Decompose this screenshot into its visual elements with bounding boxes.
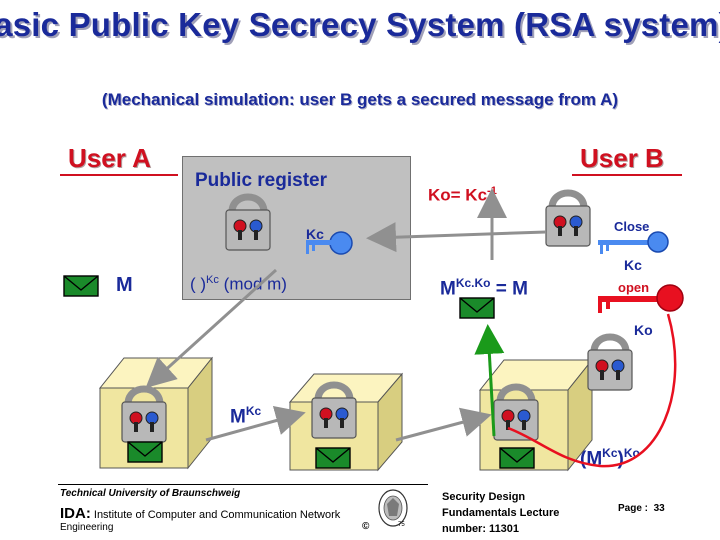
course-info: Security Design Fundamentals Lecture num… bbox=[442, 491, 560, 535]
seal-year: 75 bbox=[398, 522, 405, 528]
user-a-underline bbox=[60, 174, 178, 176]
box-middle-envelope-icon bbox=[315, 447, 351, 469]
footer-rule bbox=[58, 484, 428, 485]
message-envelope-icon bbox=[63, 275, 99, 297]
page-indicator: Page : 33 bbox=[618, 503, 665, 514]
register-lock-icon bbox=[226, 197, 270, 250]
user-a-label: User A bbox=[68, 143, 151, 173]
user-b-label: User B bbox=[580, 143, 664, 173]
engineering-label: Engineering bbox=[60, 522, 114, 533]
private-key-icon bbox=[598, 284, 684, 313]
kc-label: Kc bbox=[624, 257, 642, 273]
message-label: M bbox=[116, 274, 133, 296]
ciphertext-b-label: (MKc)Ko bbox=[580, 446, 640, 470]
university-name: Technical University of Braunschweig bbox=[60, 488, 241, 499]
decrypt-equation: MKc.Ko = M bbox=[440, 276, 528, 300]
register-key-label: Kc bbox=[306, 226, 324, 242]
institute-line: IDA: Institute of Computer and Communica… bbox=[60, 505, 341, 522]
box-b-envelope-icon bbox=[499, 447, 535, 469]
close-key-icon bbox=[598, 231, 669, 254]
box-a-envelope-icon bbox=[127, 441, 163, 463]
decrypted-envelope-icon bbox=[459, 297, 495, 319]
ko-label: Ko bbox=[634, 322, 653, 338]
user-b-lock-icon bbox=[546, 193, 590, 246]
user-b-underline bbox=[572, 174, 682, 176]
public-key-icon bbox=[306, 231, 353, 255]
encryption-function: ( )Kc (mod m) bbox=[190, 274, 287, 294]
slide-subtitle: (Mechanical simulation: user B gets a se… bbox=[101, 90, 619, 109]
open-label: open bbox=[618, 280, 650, 295]
slide-title: asic Public Key Secrecy System (RSA syst… bbox=[0, 6, 720, 43]
ciphertext-label: MKc bbox=[230, 404, 262, 428]
university-seal-icon bbox=[378, 489, 408, 527]
copyright-mark: © bbox=[362, 521, 370, 532]
close-label: Close bbox=[614, 219, 650, 234]
public-register-title: Public register bbox=[195, 170, 327, 191]
open-lock-icon bbox=[588, 337, 632, 390]
